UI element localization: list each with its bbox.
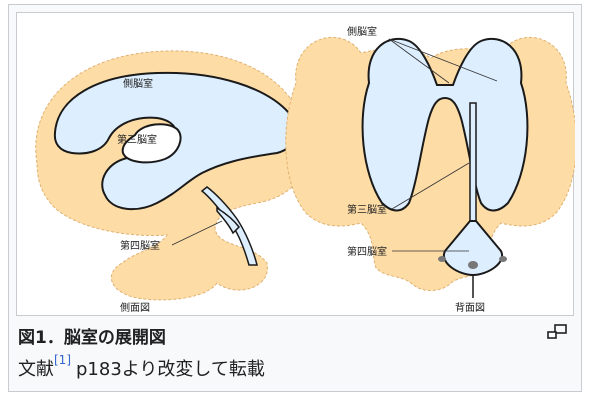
- label-fourth-ventricle-right: 第四脳室: [347, 245, 387, 258]
- fourth-ventricle-dot-left: [438, 256, 446, 262]
- posterior-view: [285, 36, 575, 298]
- fourth-ventricle-shape: [216, 206, 240, 235]
- reference-link[interactable]: [1]: [54, 353, 71, 367]
- enlarge-icon[interactable]: [546, 323, 568, 341]
- leader-lateral-b: [388, 38, 498, 82]
- label-posterior-view: 背面図: [455, 301, 485, 314]
- label-lateral-view: 側面図: [120, 301, 150, 314]
- diagram-svg: 側脳室 第三脳室 第四脳室 側面図 側脳室 第三脳室 第四脳室 背面図: [35, 25, 575, 314]
- posterior-third-ventricle: [469, 102, 477, 222]
- caption-title: 図1．脳室の展開図: [18, 328, 166, 348]
- fourth-ventricle-dot-right: [499, 256, 507, 262]
- label-lateral-ventricle-right: 側脳室: [347, 25, 377, 38]
- ventricle-diagram[interactable]: 側脳室 第三脳室 第四脳室 側面図 側脳室 第三脳室 第四脳室 背面図: [16, 12, 575, 316]
- caption-text-before: 文献: [18, 359, 54, 380]
- third-ventricle-shape: [121, 123, 182, 164]
- leader-fourth-left: [171, 220, 223, 246]
- reference-superscript: [1]: [54, 353, 71, 367]
- label-lateral-ventricle-left: 側脳室: [123, 77, 153, 90]
- caption-text: 文献[1] p183より改変して転載: [18, 353, 265, 381]
- label-third-ventricle-left: 第三脳室: [117, 133, 157, 146]
- lateral-view: [35, 50, 308, 301]
- label-fourth-ventricle-left: 第四脳室: [120, 239, 160, 252]
- label-third-ventricle-right: 第三脳室: [347, 203, 387, 216]
- leader-third-right: [391, 162, 470, 210]
- posterior-lateral-ventricles: [361, 37, 529, 212]
- caption-text-after: p183より改変して転載: [76, 359, 265, 380]
- fourth-ventricle-dot-center: [468, 261, 478, 269]
- leader-lateral-a: [388, 38, 450, 84]
